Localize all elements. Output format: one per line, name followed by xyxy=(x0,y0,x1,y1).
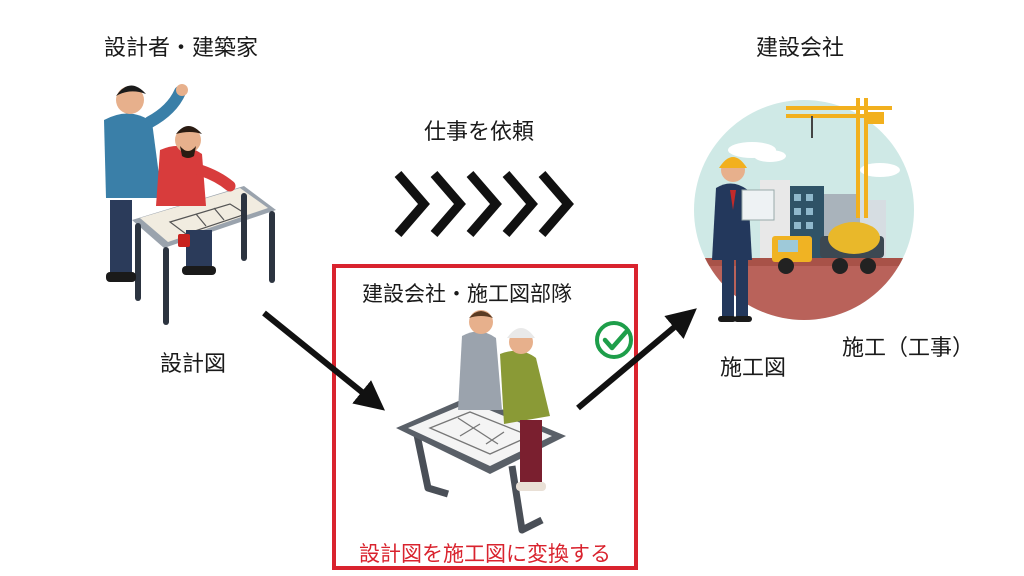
chevrons-icon xyxy=(394,171,574,237)
shop-drawing-team-illustration xyxy=(396,310,566,534)
convert-caption: 設計図を施工図に変換する xyxy=(359,542,611,566)
construction-site-illustration xyxy=(694,98,914,322)
shop-drawing-label: 施工図 xyxy=(720,356,787,381)
check-circle-icon xyxy=(595,321,633,359)
request-work-label: 仕事を依頼 xyxy=(424,120,535,145)
construction-company-title: 建設会社 xyxy=(756,36,845,61)
designer-title: 設計者・建築家 xyxy=(104,36,259,61)
design-drawing-label: 設計図 xyxy=(160,352,227,377)
designers-illustration xyxy=(104,84,276,325)
arrow-icon xyxy=(262,308,697,411)
construction-work-label: 施工（工事） xyxy=(842,336,975,361)
shop-drawing-team-box xyxy=(332,264,638,570)
shop-drawing-team-title: 建設会社・施工図部隊 xyxy=(362,282,572,306)
